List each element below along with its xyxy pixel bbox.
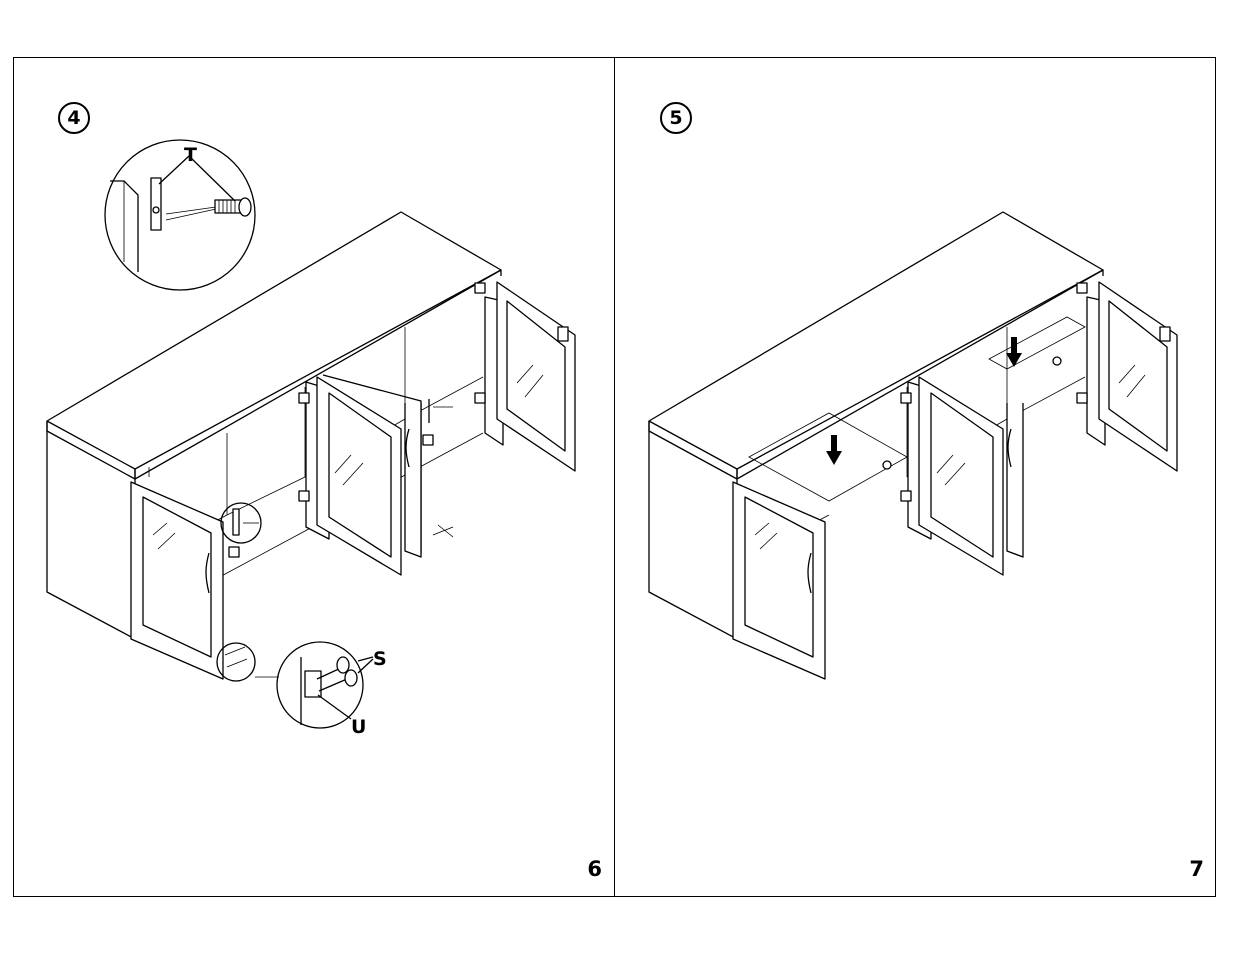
left-door <box>131 482 223 679</box>
part-label-u: U <box>351 716 366 738</box>
page-number: 7 <box>1189 857 1204 881</box>
cabinet-illustration-step-4: T S U <box>13 57 614 897</box>
page-step-5: 5 <box>615 57 1216 897</box>
cabinet-body <box>47 212 501 639</box>
detail-circle-hinge <box>105 140 255 290</box>
part-label-t: T <box>184 144 197 166</box>
detail-circle-latch <box>217 642 373 728</box>
part-label-s: S <box>373 648 387 670</box>
middle-doors <box>908 377 1023 575</box>
page-number: 6 <box>587 857 602 881</box>
page-step-4: 4 <box>13 57 614 897</box>
right-door <box>485 282 575 471</box>
right-door <box>1087 282 1177 471</box>
middle-doors <box>306 375 421 575</box>
cabinet-body <box>649 212 1103 639</box>
left-door <box>733 482 825 679</box>
down-arrow-left <box>826 435 842 465</box>
cabinet-illustration-step-5 <box>615 57 1216 897</box>
